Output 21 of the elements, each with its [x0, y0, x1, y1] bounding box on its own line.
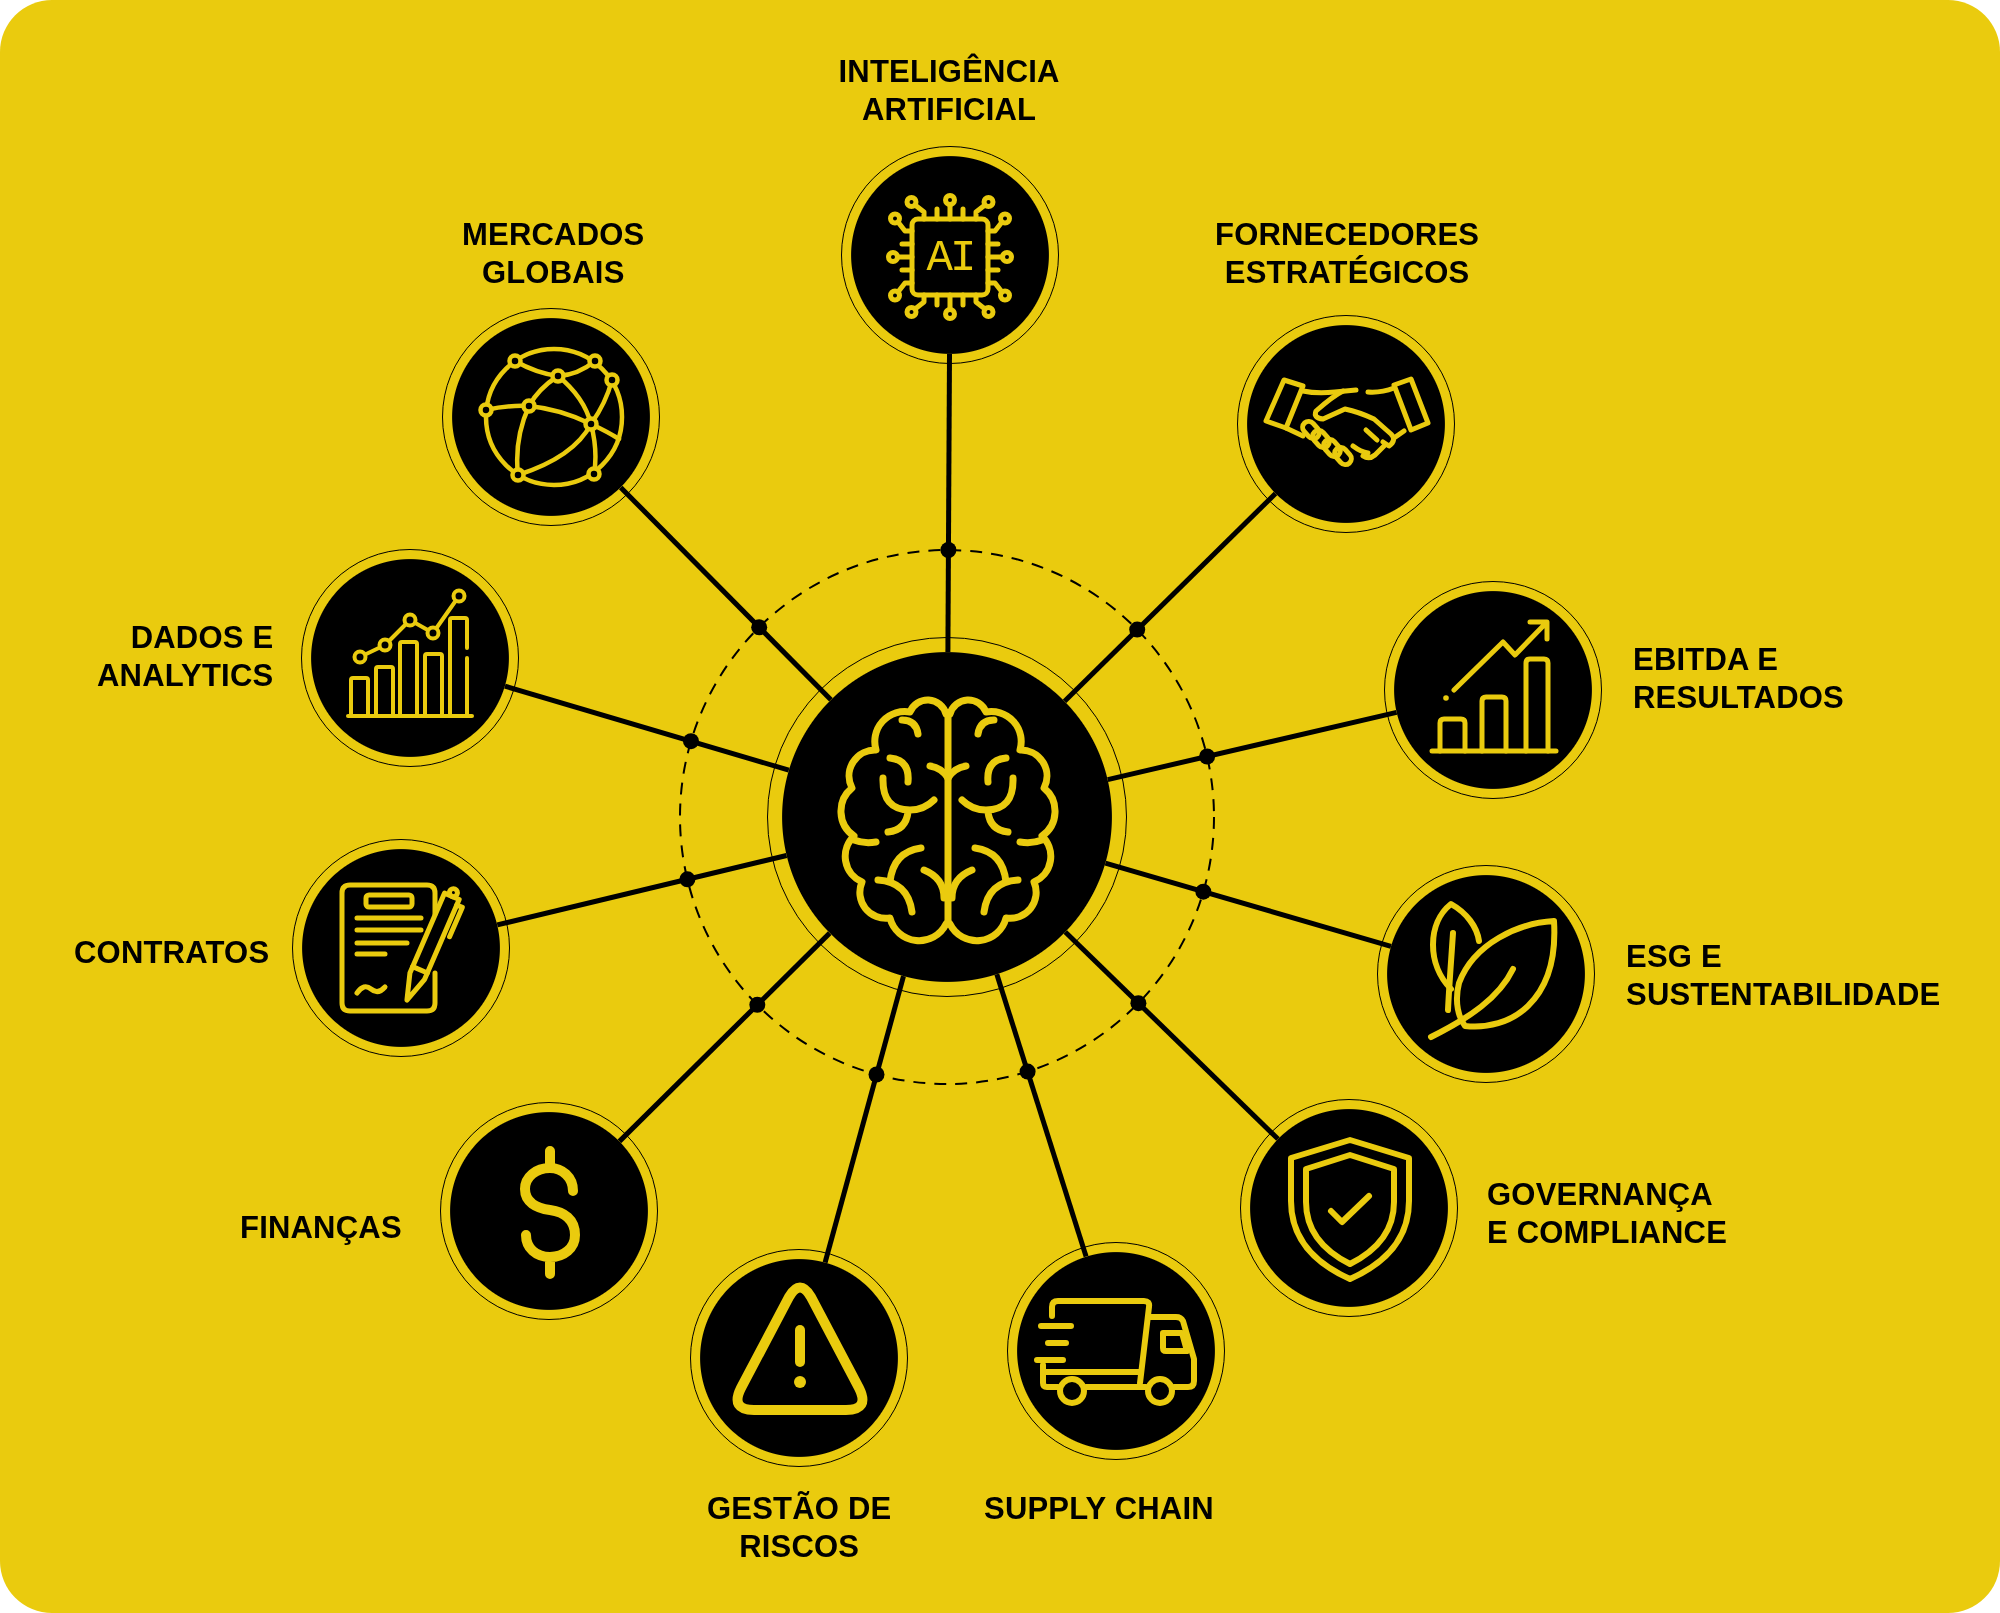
topic-label: SUPPLY CHAIN — [984, 1490, 1214, 1528]
connector-line — [822, 975, 906, 1264]
connector-line — [994, 973, 1089, 1258]
topic-label: FINANÇAS — [240, 1209, 402, 1247]
connector-line — [1104, 860, 1392, 949]
topic-label: GESTÃO DE RISCOS — [707, 1490, 892, 1566]
topic-label: FORNECEDORES ESTRATÉGICOS — [1215, 216, 1480, 292]
connector-line — [1062, 491, 1278, 703]
connector-line — [496, 853, 788, 928]
topic-label: INTELIGÊNCIA ARTIFICIAL — [838, 53, 1060, 129]
topic-label: EBITDA E RESULTADOS — [1633, 641, 1844, 717]
topic-label: MERCADOS GLOBAIS — [462, 216, 645, 292]
topic-label: GOVERNANÇA E COMPLIANCE — [1487, 1176, 1728, 1252]
topic-label: CONTRATOS — [74, 934, 270, 972]
topic-label: ESG E SUSTENTABILIDADE — [1626, 938, 1941, 1014]
connector-line — [504, 683, 790, 773]
chip-label: AI — [926, 236, 974, 280]
connector-line — [945, 354, 952, 652]
topic-label: DADOS E ANALYTICS — [97, 619, 274, 695]
connector-line — [1063, 930, 1280, 1141]
connector-line — [1107, 709, 1398, 783]
